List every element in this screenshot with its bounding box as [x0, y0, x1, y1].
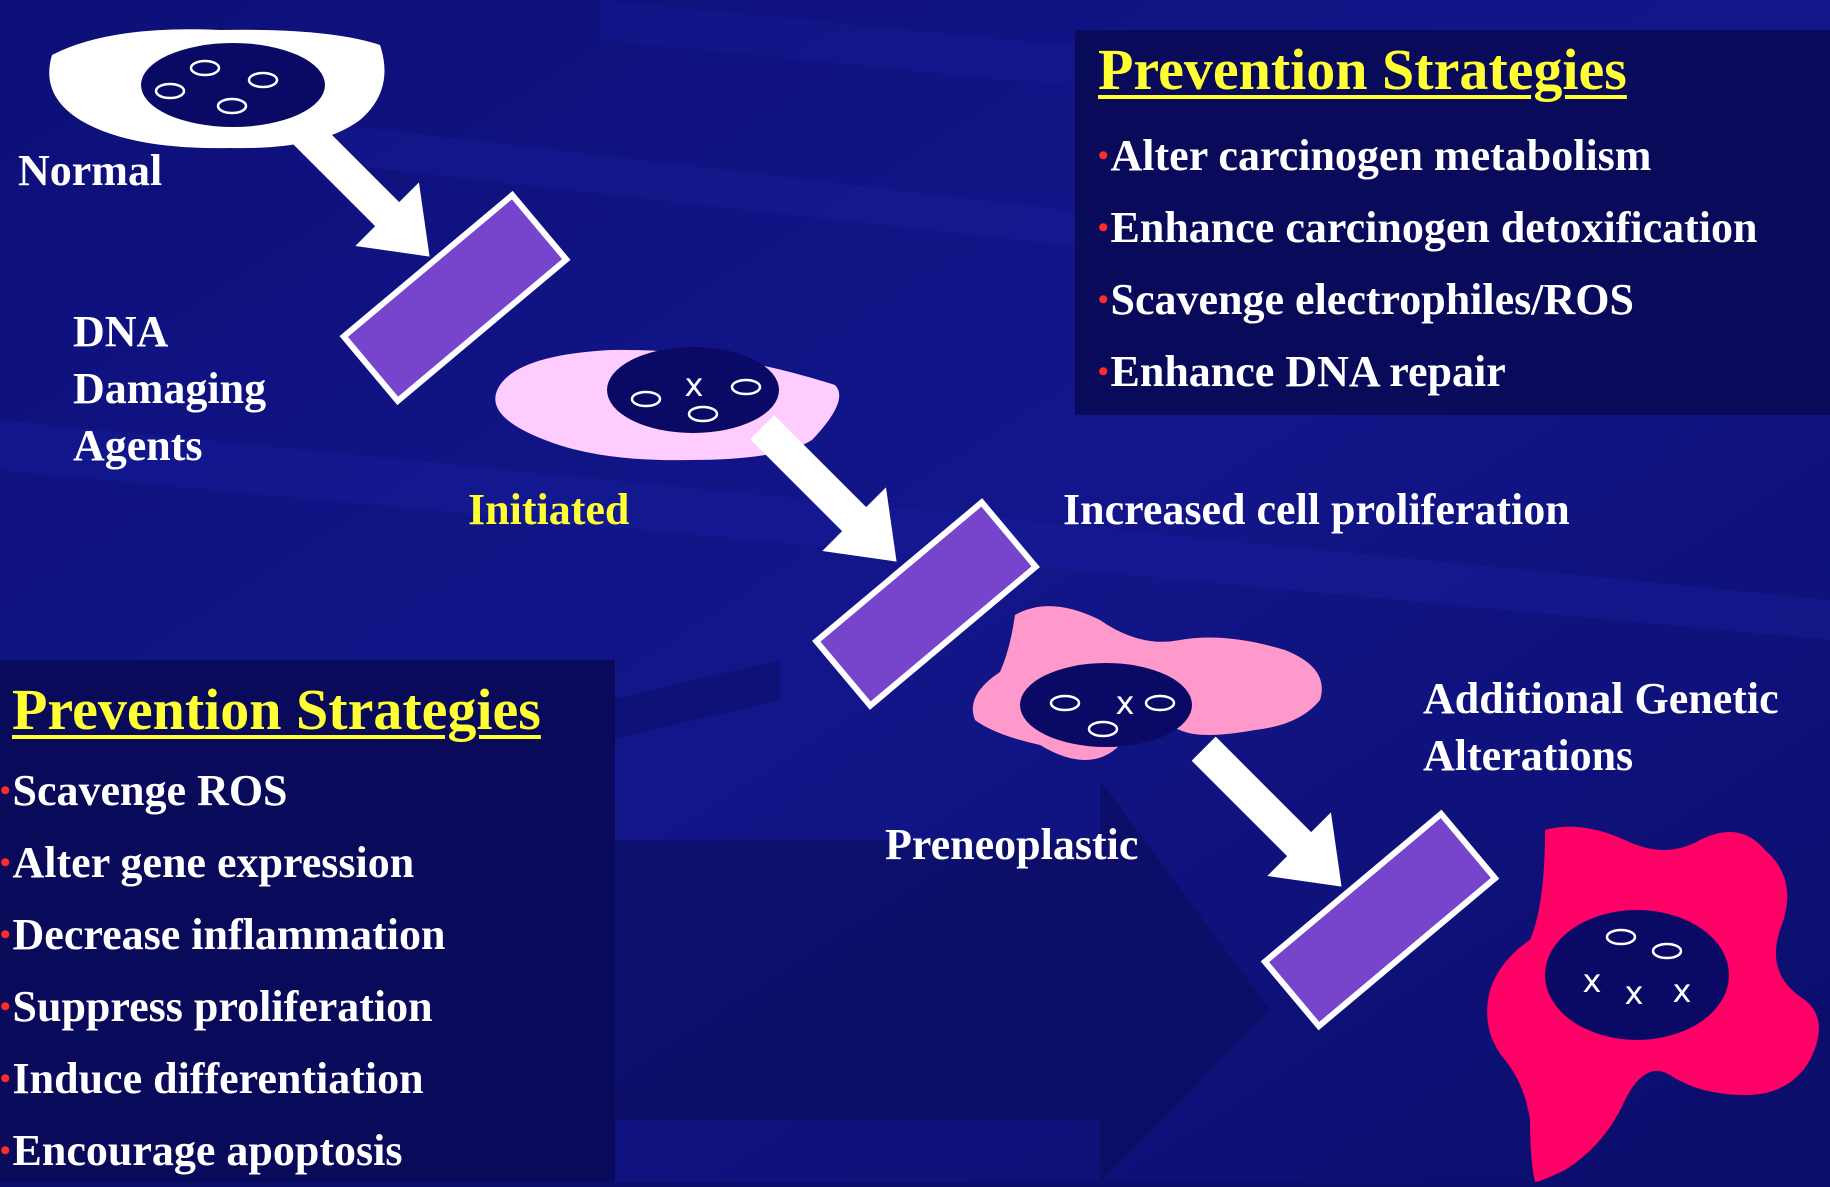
preneoplastic-nucleus — [1020, 663, 1192, 747]
label-preneoplastic: Preneoplastic — [885, 820, 1139, 869]
label-initiated: Initiated — [468, 485, 630, 534]
tumor-mutation-mark-1: x — [1583, 962, 1602, 1000]
strategies-bottom-title: Prevention Strategies — [12, 677, 541, 742]
genetic-alteration-block — [1260, 809, 1500, 1031]
arrow-normal-to-block — [283, 110, 430, 257]
initiated-nucleus — [607, 347, 779, 433]
strategies-top-item: •Enhance carcinogen detoxification — [1098, 203, 1758, 252]
strategies-bottom-item: •Suppress proliferation — [0, 982, 433, 1031]
strategies-bottom-item: •Encourage apoptosis — [0, 1126, 403, 1175]
preneoplastic-cell: x — [972, 606, 1322, 760]
strategies-bottom-box — [0, 660, 615, 1182]
strategies-top-box — [1075, 30, 1830, 415]
label-increased-proliferation: Increased cell proliferation — [1063, 485, 1570, 534]
strategies-top-title: Prevention Strategies — [1098, 37, 1627, 102]
normal-cell — [49, 29, 385, 149]
tumor-nucleus — [1545, 910, 1729, 1040]
strategies-top-item: •Alter carcinogen metabolism — [1098, 131, 1652, 180]
tumor-mutation-mark-2: x — [1625, 974, 1644, 1012]
strategies-bottom-item: •Decrease inflammation — [0, 910, 446, 959]
label-dna-agents-line1: DNA — [73, 307, 169, 356]
strategies-top-item: •Enhance DNA repair — [1098, 347, 1506, 396]
strategies-bottom-item: •Scavenge ROS — [0, 766, 288, 815]
strategies-top-list: •Alter carcinogen metabolism •Enhance ca… — [1098, 120, 1757, 408]
normal-nucleus — [141, 43, 325, 127]
arrow-initiated-to-block — [750, 415, 897, 562]
preneoplastic-mutation-mark: x — [1116, 684, 1135, 722]
strategies-top-item: •Scavenge electrophiles/ROS — [1098, 275, 1634, 324]
arrow-preneoplastic-to-block — [1191, 736, 1342, 887]
initiated-mutation-mark: x — [685, 366, 704, 404]
tumor-cell: x x x — [1487, 826, 1819, 1182]
label-dna-agents-line2: Damaging — [73, 364, 267, 413]
label-genetic-line1: Additional Genetic — [1423, 674, 1779, 723]
strategies-bottom-list: •Scavenge ROS •Alter gene expression •De… — [0, 755, 446, 1187]
tumor-mutation-mark-3: x — [1673, 972, 1692, 1010]
initiated-cell: x — [495, 347, 840, 461]
strategies-bottom-item: •Induce differentiation — [0, 1054, 424, 1103]
label-genetic-line2: Alterations — [1423, 731, 1634, 780]
strategies-bottom-item: •Alter gene expression — [0, 838, 415, 887]
label-dna-agents-line3: Agents — [73, 421, 203, 470]
proliferation-block — [812, 498, 1040, 710]
dna-damage-block — [339, 190, 571, 406]
label-normal: Normal — [18, 146, 163, 195]
